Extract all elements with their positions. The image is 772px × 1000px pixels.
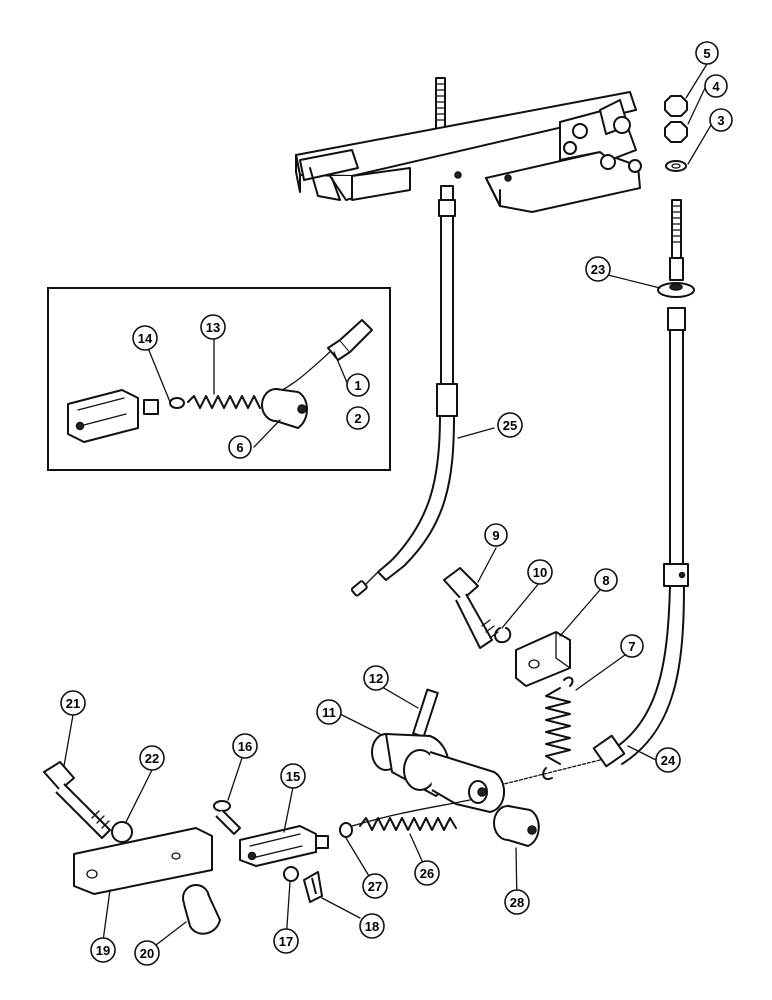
- svg-text:11: 11: [322, 705, 336, 720]
- callout-8: 8: [594, 568, 618, 592]
- lever-bracket-assembly: [295, 77, 642, 213]
- callout-1: 1: [346, 373, 370, 397]
- bushing-20: [182, 884, 221, 935]
- washer-22: [111, 821, 133, 843]
- callout-5: 5: [695, 41, 719, 65]
- lever-11: [371, 733, 505, 813]
- callout-9: 9: [484, 523, 508, 547]
- hardware-stack: [664, 95, 688, 172]
- callout-27: 27: [362, 873, 388, 899]
- callout-17: 17: [273, 928, 299, 954]
- svg-text:2: 2: [354, 411, 361, 426]
- callout-15: 15: [280, 763, 306, 789]
- leader-lines: [63, 63, 715, 946]
- pin-16: [213, 800, 241, 835]
- cable-25: [350, 185, 458, 597]
- svg-text:6: 6: [236, 440, 243, 455]
- svg-text:1: 1: [354, 378, 361, 393]
- svg-text:17: 17: [279, 934, 293, 949]
- svg-text:16: 16: [238, 739, 252, 754]
- callout-24: 24: [655, 747, 681, 773]
- svg-text:25: 25: [503, 418, 517, 433]
- detail-inset: [47, 287, 391, 471]
- plate-19: [73, 827, 213, 895]
- callout-20: 20: [134, 940, 160, 966]
- bolt-21: [43, 761, 111, 839]
- callout-14: 14: [132, 325, 158, 351]
- lockwasher-10: [494, 627, 512, 644]
- svg-text:15: 15: [286, 769, 300, 784]
- svg-text:8: 8: [602, 573, 609, 588]
- plate-8: [515, 631, 571, 687]
- svg-text:4: 4: [712, 79, 720, 94]
- svg-text:22: 22: [145, 751, 159, 766]
- callout-3: 3: [709, 108, 733, 132]
- callout-6: 6: [228, 435, 252, 459]
- washer-27: [339, 822, 353, 838]
- bolt-9: [443, 567, 499, 649]
- svg-text:28: 28: [510, 895, 524, 910]
- callouts: 5 4 3 23 13 14 1 2 6 25 9 10 8 7 12 11 2…: [60, 41, 733, 966]
- svg-text:23: 23: [591, 262, 605, 277]
- spring-7: [542, 676, 574, 780]
- callout-28: 28: [504, 889, 530, 915]
- cable-spring-26: [351, 799, 471, 831]
- callout-16: 16: [232, 733, 258, 759]
- svg-text:21: 21: [66, 696, 80, 711]
- callout-12: 12: [363, 665, 389, 691]
- callout-26: 26: [414, 860, 440, 886]
- svg-text:5: 5: [703, 46, 710, 61]
- roller-28: [493, 805, 540, 847]
- svg-text:19: 19: [96, 943, 110, 958]
- callout-13: 13: [200, 314, 226, 340]
- cable-24: [479, 199, 695, 791]
- svg-text:27: 27: [368, 879, 382, 894]
- svg-text:14: 14: [138, 331, 153, 346]
- callout-2: 2: [346, 406, 370, 430]
- svg-text:20: 20: [140, 946, 154, 961]
- svg-text:3: 3: [717, 113, 724, 128]
- svg-text:26: 26: [420, 866, 434, 881]
- callout-19: 19: [90, 937, 116, 963]
- washer-17: [283, 866, 299, 882]
- callout-4: 4: [704, 74, 728, 98]
- callout-18: 18: [359, 913, 385, 939]
- clip-18: [303, 871, 323, 903]
- callout-7: 7: [620, 634, 644, 658]
- callout-25: 25: [497, 412, 523, 438]
- svg-text:12: 12: [369, 671, 383, 686]
- svg-text:9: 9: [492, 528, 499, 543]
- clevis-15: [239, 825, 329, 867]
- svg-text:10: 10: [533, 565, 547, 580]
- callout-21: 21: [60, 690, 86, 716]
- svg-text:13: 13: [206, 320, 220, 335]
- svg-text:18: 18: [365, 919, 379, 934]
- callout-23: 23: [585, 256, 611, 282]
- svg-text:24: 24: [661, 753, 676, 768]
- pin-12: [412, 688, 439, 738]
- svg-text:7: 7: [628, 639, 635, 654]
- callout-11: 11: [316, 699, 342, 725]
- callout-10: 10: [527, 559, 553, 585]
- callout-22: 22: [139, 745, 165, 771]
